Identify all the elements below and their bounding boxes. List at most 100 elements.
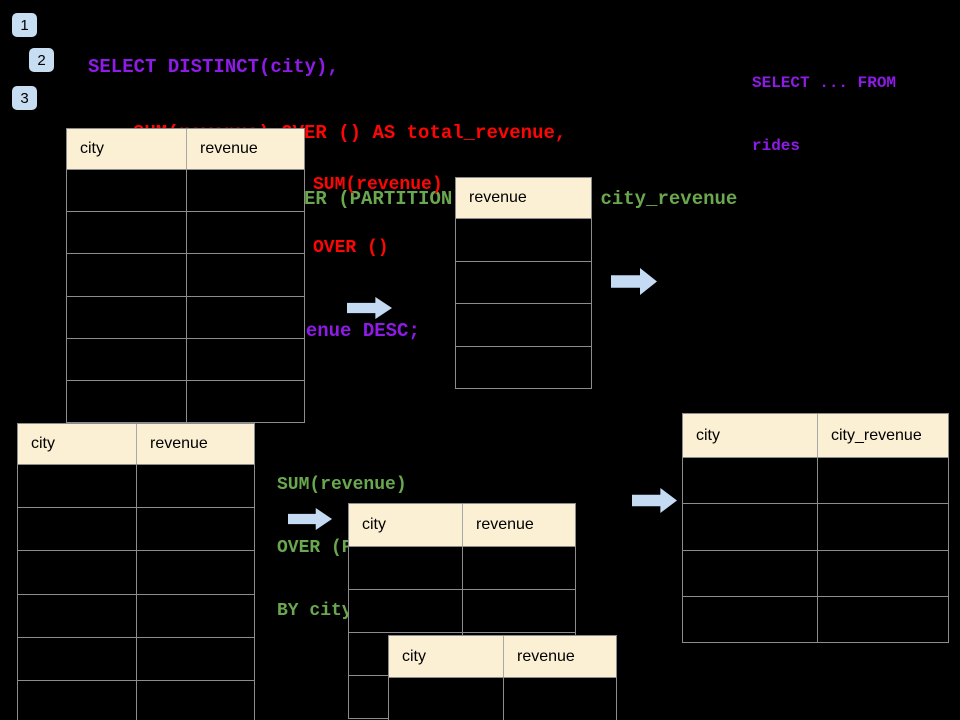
- table-cell: [187, 212, 304, 253]
- annotation-total-line1: SUM(revenue): [313, 175, 443, 195]
- column-header: city: [349, 504, 463, 546]
- table-cell: [818, 458, 948, 503]
- table-cell: [67, 380, 187, 423]
- table-cell: [818, 597, 948, 642]
- column-header: revenue: [476, 516, 534, 533]
- table-row: [456, 345, 591, 389]
- table-cell: [187, 297, 304, 338]
- column-header: revenue: [517, 647, 575, 665]
- table-cell: [456, 347, 591, 389]
- table-header-row: city revenue: [18, 424, 254, 464]
- column-header: city: [683, 414, 818, 457]
- table-cell: [349, 590, 463, 632]
- table-city-revenue-result: city city_revenue: [682, 413, 949, 644]
- table-cell: [187, 254, 304, 295]
- table-total-revenue-result: revenue: [455, 177, 592, 389]
- arrow-right-icon: [632, 488, 677, 513]
- column-header: city: [18, 424, 137, 464]
- arrow-right-icon: [611, 268, 657, 295]
- table-cell: [818, 504, 948, 549]
- table-row: [456, 303, 591, 346]
- annotation-total-revenue: SUM(revenue) OVER (): [313, 133, 443, 301]
- table-cell: [187, 339, 304, 380]
- table-cell: [456, 262, 591, 304]
- table-cell: [137, 508, 254, 550]
- table-cell: [137, 595, 254, 637]
- table-cell: [67, 296, 187, 338]
- table-cell: [137, 551, 254, 593]
- table-source-city-revenue-bottom: city revenue: [17, 423, 255, 720]
- table-cell: [463, 590, 575, 632]
- annotation-partition-line1: SUM(revenue): [277, 475, 407, 495]
- step-badge-3: 3: [12, 86, 37, 110]
- table-row: [349, 589, 575, 632]
- sql-line-select: SELECT DISTINCT(city),: [88, 56, 339, 78]
- table-header-row: city revenue: [67, 129, 304, 169]
- table-row: [67, 211, 304, 254]
- step-badge-1: 1: [12, 13, 37, 37]
- table-row: [67, 253, 304, 296]
- table-row: [67, 295, 304, 338]
- table-row: [683, 595, 948, 643]
- table-cell: [137, 638, 254, 680]
- table-cell: [683, 504, 818, 550]
- table-cell: [349, 547, 463, 589]
- table-cell: [683, 596, 818, 643]
- table-row: [456, 218, 591, 261]
- table-row: [683, 457, 948, 504]
- table-row: [389, 677, 616, 720]
- table-cell: [187, 381, 304, 422]
- table-cell: [18, 551, 137, 594]
- table-cell: [18, 508, 137, 551]
- table-cell: [683, 458, 818, 504]
- column-header: city: [389, 636, 504, 677]
- column-header: revenue: [469, 189, 527, 206]
- table-cell: [18, 637, 137, 680]
- table-header-row: city city_revenue: [683, 414, 948, 457]
- table-cell: [67, 170, 187, 212]
- table-cell: [67, 212, 187, 254]
- table-cell: [18, 680, 137, 720]
- table-cell: [389, 678, 504, 720]
- table-row: [683, 549, 948, 596]
- arrow-right-icon: [288, 508, 332, 530]
- table-header-row: city revenue: [389, 636, 616, 677]
- select-from-note-line1: SELECT ... FROM: [752, 74, 897, 92]
- table-row: [18, 464, 254, 508]
- arrow-right-icon: [347, 297, 392, 319]
- table-cell: [463, 547, 575, 589]
- table-row: [18, 550, 254, 594]
- table-cell: [456, 219, 591, 261]
- table-cell: [18, 465, 137, 508]
- table-row: [456, 260, 591, 304]
- column-header: city: [67, 129, 187, 169]
- table-cell: [187, 170, 304, 211]
- table-cell: [504, 678, 616, 720]
- table-cell: [818, 551, 948, 596]
- table-row: [683, 503, 948, 550]
- table-cell: [456, 304, 591, 346]
- table-cell: [137, 465, 254, 507]
- table-row: [349, 546, 575, 589]
- table-cell: [67, 254, 187, 296]
- column-header: city_revenue: [831, 426, 922, 444]
- table-cell: [683, 550, 818, 596]
- table-cell: [137, 681, 254, 720]
- table-row: [18, 507, 254, 551]
- table-row: [67, 169, 304, 212]
- annotation-total-line2: OVER (): [313, 238, 389, 258]
- step-badge-2: 2: [29, 48, 54, 72]
- select-from-note-line2: rides: [752, 137, 801, 155]
- table-row: [18, 636, 254, 680]
- column-header: revenue: [150, 435, 208, 452]
- table-cell: [67, 338, 187, 380]
- table-cell: [18, 594, 137, 637]
- table-header-row: city revenue: [349, 504, 575, 546]
- table-row: [67, 379, 304, 423]
- table-partition-overlay: city revenue: [388, 635, 617, 720]
- table-header-row: revenue: [456, 178, 591, 218]
- select-from-note: SELECT ... FROM rides: [752, 31, 896, 199]
- table-source-city-revenue-top: city revenue: [66, 128, 305, 424]
- column-header: revenue: [200, 140, 258, 157]
